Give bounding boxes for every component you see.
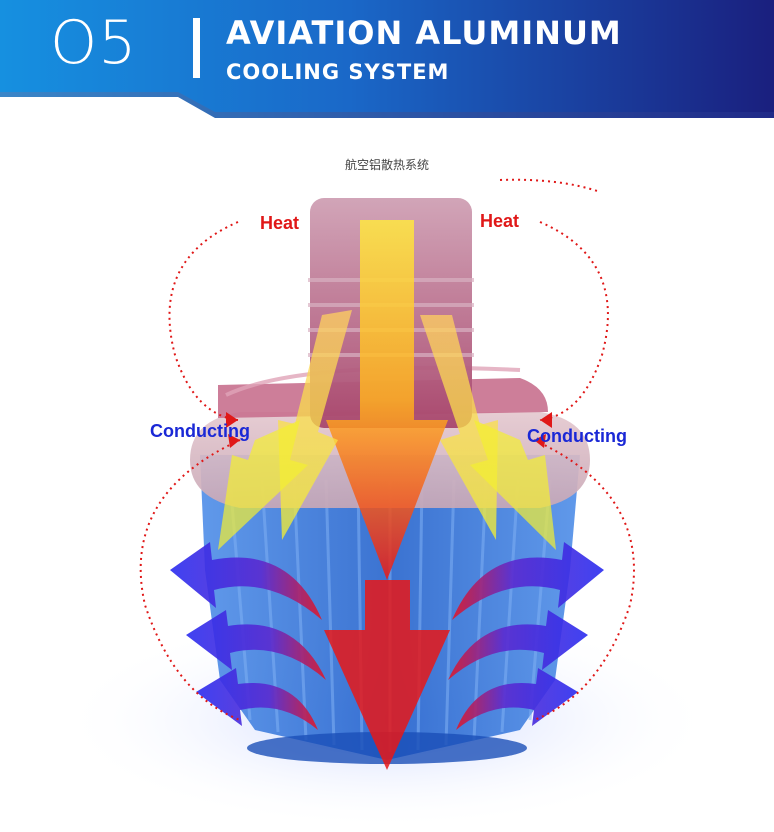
title-line-2: COOLING SYSTEM — [226, 60, 450, 84]
cooling-diagram: 航空铝散热系统 Heat Heat Conducting Conducting — [0, 120, 774, 832]
title-divider — [193, 18, 200, 78]
section-number: O5 — [50, 8, 138, 78]
heat-label-left: Heat — [260, 213, 300, 233]
title-line-1: AVIATION ALUMINUM — [226, 14, 622, 52]
diagram-caption: 航空铝散热系统 — [344, 158, 429, 172]
conducting-label-left: Conducting — [150, 421, 250, 441]
heat-flow-arrows — [218, 220, 556, 770]
circulation-lines — [139, 178, 635, 721]
header-banner: O5 AVIATION ALUMINUM COOLING SYSTEM — [0, 0, 774, 120]
heat-label-right: Heat — [480, 211, 520, 231]
conducting-label-right: Conducting — [527, 426, 627, 446]
circulation-arrowheads — [226, 412, 552, 448]
cooling-illustration — [57, 178, 717, 830]
